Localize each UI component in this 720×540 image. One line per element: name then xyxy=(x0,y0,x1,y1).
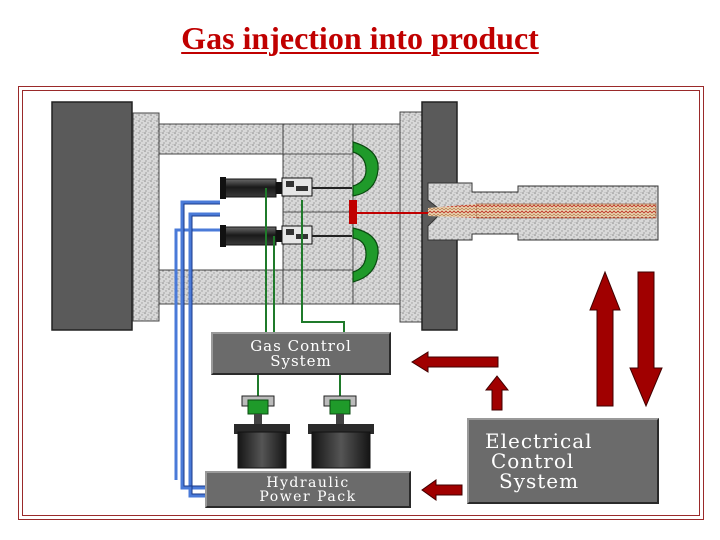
electrical-line-2: Control xyxy=(491,449,575,473)
gas-control-system-box: Gas Control System xyxy=(211,332,391,375)
arrow-to-gas-control xyxy=(411,351,499,373)
lower-cavity xyxy=(352,227,379,283)
right-mold-plate xyxy=(399,111,423,323)
lower-tie-bar xyxy=(158,269,284,305)
moving-mold-half xyxy=(282,123,354,305)
sprue xyxy=(349,200,357,224)
electrical-line-3: System xyxy=(499,469,580,493)
gas-cylinder-left xyxy=(234,395,290,469)
arrow-up-from-electrical xyxy=(484,375,510,411)
hydraulic-line-1: Hydraulic xyxy=(266,474,350,491)
gas-cylinder-right xyxy=(308,395,374,469)
electrical-line-1: Electrical xyxy=(485,429,593,453)
page-title: Gas injection into product xyxy=(181,20,539,56)
hydraulic-line-2: Power Pack xyxy=(259,488,357,505)
arrow-down-large xyxy=(629,271,663,408)
gas-control-line-1: Gas Control xyxy=(250,336,352,355)
hydraulic-power-pack-box: Hydraulic Power Pack xyxy=(205,471,411,508)
arrow-up-large xyxy=(589,270,621,407)
hydraulic-lines xyxy=(174,200,220,498)
injection-unit xyxy=(427,182,659,241)
electrical-control-system-box: Electrical Control System xyxy=(467,418,659,504)
diagram-frame-outer xyxy=(18,86,704,520)
gas-control-line-2: System xyxy=(270,351,332,370)
arrow-to-hydraulic xyxy=(421,479,463,501)
left-platen xyxy=(51,101,133,331)
diagram-frame-inner xyxy=(22,90,700,516)
upper-cavity xyxy=(352,141,379,197)
gas-lines xyxy=(257,188,345,396)
upper-gas-injector xyxy=(220,177,352,199)
left-mold-plate xyxy=(132,112,160,322)
upper-tie-bar xyxy=(158,123,284,155)
